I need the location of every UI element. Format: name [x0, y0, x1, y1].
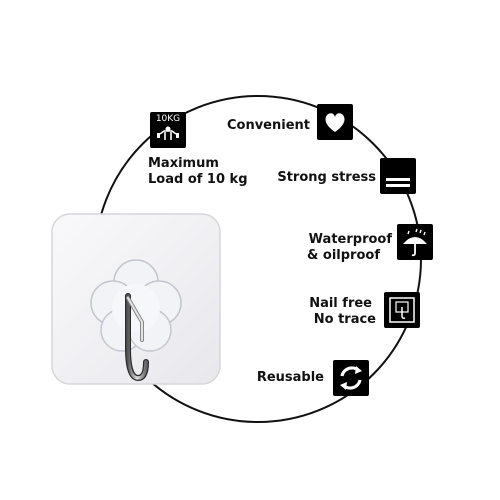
nail-free-label-line2: No trace — [313, 312, 376, 327]
waterproof-label-line1: Waterproof — [308, 232, 392, 247]
nail-free-label-line1: Nail free — [309, 296, 372, 311]
weight-label-line2: Load of 10 kg — [148, 172, 248, 187]
weightlifter-icon — [157, 126, 179, 140]
stress-bars-icon — [380, 158, 416, 194]
heart-icon — [317, 104, 353, 140]
weight-label-line1: Maximum — [148, 156, 219, 171]
weight-icon: 10KG — [150, 112, 186, 148]
strong-stress-label: Strong stress — [277, 170, 376, 185]
umbrella-rain-icon — [397, 224, 433, 260]
hook-frame-icon — [384, 292, 420, 328]
convenient-label: Convenient — [226, 118, 310, 133]
waterproof-label-line2: & oilproof — [307, 248, 380, 263]
reusable-label: Reusable — [256, 370, 324, 385]
refresh-icon — [333, 360, 369, 396]
